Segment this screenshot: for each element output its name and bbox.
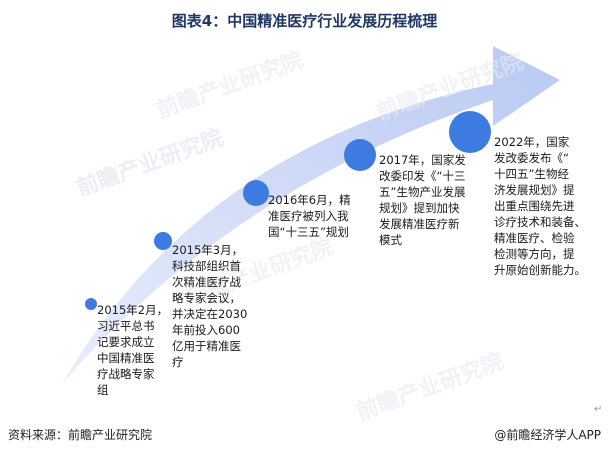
timeline-dot-2016 [243,180,269,206]
event-text-2015-feb: 2015年2月， 习近平总书 记要求成立 中国精准医 疗战略专家 组 [97,303,169,397]
event-text-2017: 2017年，国家发 改委印发《“十三 五”生物产业发展 规划》提到加快 发展精准… [379,153,466,247]
timeline-dot-2022 [449,111,491,153]
watermark-text: 前瞻产业研究院 [353,349,507,426]
source-note: 资料来源：前瞻产业研究院 [8,428,153,442]
growth-arrow [62,46,560,384]
return-mark: ↵ [594,404,603,415]
timeline-dot-2015-feb [85,298,97,310]
credit-note: @前瞻经济学人APP [494,428,601,442]
timeline-dot-2017 [344,139,376,171]
event-text-2015-mar: 2015年3月， 科技部组织首 次精准医疗战 略专家会议， 并决定在2030 年… [172,243,248,369]
diagram-title: 图表4：中国精准医疗行业发展历程梳理 [171,12,438,30]
event-text-2016: 2016年6月，精 准医疗被列入我 国“十三五”规划 [268,193,351,239]
event-text-2022: 2022年，国家 发改委发布《“ 十四五”生物经 济发展规划》提 出重点围绕先进… [494,135,586,277]
timeline-dot-2015-mar [154,232,172,250]
watermark-text: 前瞻产业研究院 [73,125,227,202]
watermark-text: 前瞻产业研究院 [153,47,307,124]
